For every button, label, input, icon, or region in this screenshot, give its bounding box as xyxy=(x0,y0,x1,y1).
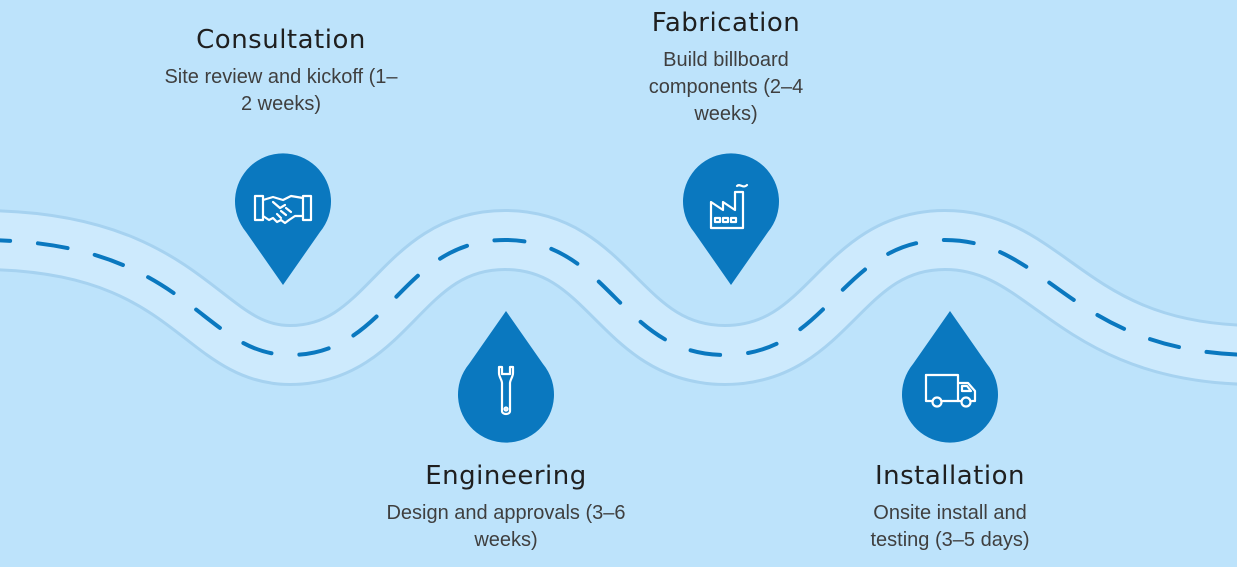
factory-icon xyxy=(709,183,749,230)
step-fabrication: Fabrication Build billboard components (… xyxy=(586,8,866,128)
step-description: Site review and kickoff (1–2 weeks) xyxy=(164,66,398,116)
step-title: Fabrication xyxy=(651,8,801,38)
step-title: Consultation xyxy=(196,25,366,55)
installation-pin xyxy=(900,309,1000,444)
road-center-dashes xyxy=(0,237,1237,358)
wrench-icon xyxy=(497,365,515,416)
step-description: Onsite install and testing (3–5 days) xyxy=(870,502,1030,552)
fabrication-pin xyxy=(681,152,781,287)
consultation-pin xyxy=(233,152,333,287)
engineering-pin xyxy=(456,309,556,444)
step-installation: Installation Onsite install and testing … xyxy=(810,461,1090,554)
step-description: Build billboard components (2–4 weeks) xyxy=(648,49,804,126)
delivery-truck-icon xyxy=(924,373,977,408)
step-engineering: Engineering Design and approvals (3–6 we… xyxy=(366,461,646,554)
step-description: Design and approvals (3–6 weeks) xyxy=(386,502,626,552)
handshake-icon xyxy=(253,194,313,225)
step-title: Installation xyxy=(874,461,1025,491)
step-title: Engineering xyxy=(425,461,587,491)
step-consultation: Consultation Site review and kickoff (1–… xyxy=(141,25,421,118)
